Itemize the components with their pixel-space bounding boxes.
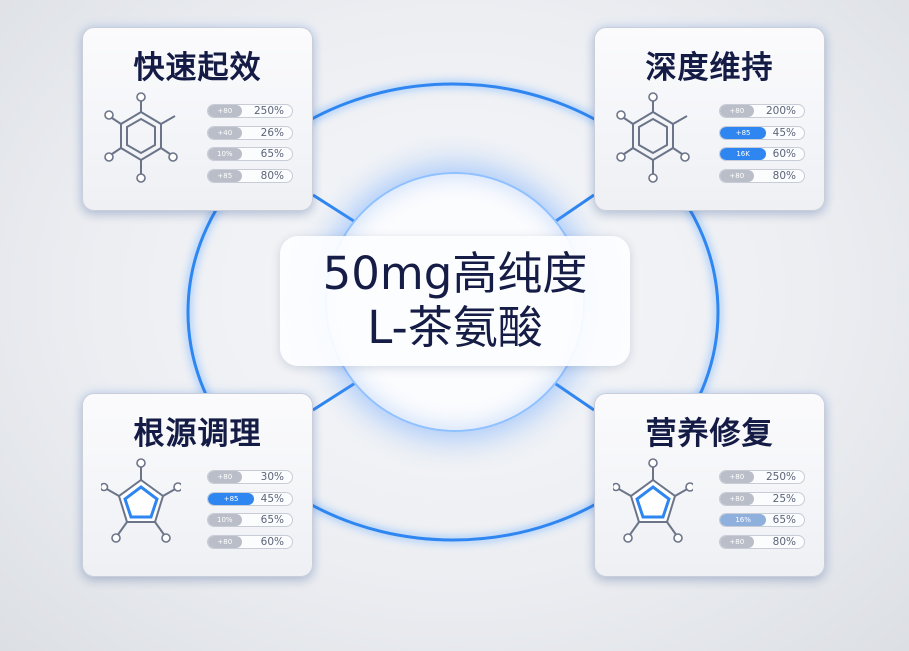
stat-bar: 16% 65%: [719, 513, 805, 527]
feature-card: 营养修复 +80 250% +80 25% 16% 65% +80 80%: [594, 393, 825, 577]
stat-bar-value: 65%: [260, 148, 284, 160]
feature-card: 根源调理 +80 30% +85 45% 10% 65% +80 60%: [82, 393, 313, 577]
stat-bar-value: 80%: [772, 169, 796, 182]
stat-bar-label: +80: [208, 471, 242, 483]
stat-bar-value: 30%: [260, 471, 284, 483]
stat-bar-label: +85: [720, 126, 767, 139]
stat-bar: 16K 60%: [719, 147, 805, 161]
stat-bar-label: +80: [720, 492, 754, 505]
card-title: 快速起效: [133, 50, 262, 86]
stat-bar-value: 45%: [260, 492, 284, 505]
stat-bar-value: 65%: [772, 514, 796, 526]
stat-bar: +40 26%: [207, 125, 293, 140]
stat-bar-label: +80: [720, 535, 754, 548]
card-title: 根源调理: [133, 416, 262, 452]
stat-bar: 10% 65%: [207, 513, 293, 527]
card-title: 营养修复: [645, 416, 774, 452]
stat-bar: +80 250%: [207, 104, 293, 118]
feature-card: 快速起效 +80 250% +40 26% 10% 65% +85 80%: [82, 27, 313, 211]
stat-bar: +80 25%: [719, 491, 805, 506]
stat-bar-value: 26%: [260, 126, 284, 139]
stat-bar-value: 45%: [772, 126, 796, 139]
stat-bars: +80 30% +85 45% 10% 65% +80 60%: [207, 470, 293, 556]
molecule-pentagon-icon: [99, 458, 183, 543]
stat-bar-label: +80: [208, 105, 242, 117]
stat-bar-value: 80%: [260, 169, 284, 182]
stat-bar-value: 60%: [772, 148, 796, 160]
center-title-line2: L-茶氨酸: [367, 301, 543, 354]
stat-bar-value: 65%: [260, 514, 284, 526]
stat-bar-value: 60%: [260, 535, 284, 548]
center-title-card: 50mg高纯度 L-茶氨酸: [280, 236, 630, 366]
stat-bars: +80 250% +80 25% 16% 65% +80 80%: [719, 470, 805, 556]
stat-bar: +80 250%: [719, 470, 805, 484]
stat-bar-value: 250%: [253, 105, 284, 117]
stat-bars: +80 250% +40 26% 10% 65% +85 80%: [207, 104, 293, 190]
stat-bar-label: +85: [208, 492, 255, 505]
stat-bar: +80 80%: [719, 168, 805, 183]
molecule-hexagon-icon: [616, 92, 690, 183]
stat-bar-label: +80: [720, 169, 754, 182]
stat-bar-value: 250%: [765, 471, 796, 483]
stat-bar-label: 16%: [720, 514, 767, 526]
stat-bar: +85 80%: [207, 168, 293, 183]
stat-bar: 10% 65%: [207, 147, 293, 161]
stat-bar-value: 200%: [765, 105, 796, 117]
stat-bar: +85 45%: [719, 125, 805, 140]
molecule-hexagon-icon: [104, 92, 178, 183]
stat-bars: +80 200% +85 45% 16K 60% +80 80%: [719, 104, 805, 190]
stat-bar-value: 25%: [772, 492, 796, 505]
stat-bar-label: 16K: [720, 148, 767, 160]
stat-bar-label: +40: [208, 126, 242, 139]
stat-bar-label: +85: [208, 169, 242, 182]
molecule-pentagon-icon: [611, 458, 695, 543]
stat-bar-value: 80%: [772, 535, 796, 548]
stat-bar-label: 10%: [208, 148, 242, 160]
stat-bar-label: +80: [720, 105, 754, 117]
stat-bar: +80 30%: [207, 470, 293, 484]
stat-bar: +80 200%: [719, 104, 805, 118]
stat-bar-label: 10%: [208, 514, 242, 526]
feature-card: 深度维持 +80 200% +85 45% 16K 60% +80 80%: [594, 27, 825, 211]
card-title: 深度维持: [645, 50, 774, 86]
stat-bar: +80 80%: [719, 534, 805, 549]
stat-bar-label: +80: [720, 471, 754, 483]
center-title-line1: 50mg高纯度: [322, 247, 588, 300]
stat-bar: +85 45%: [207, 491, 293, 506]
stat-bar-label: +80: [208, 535, 242, 548]
stat-bar: +80 60%: [207, 534, 293, 549]
